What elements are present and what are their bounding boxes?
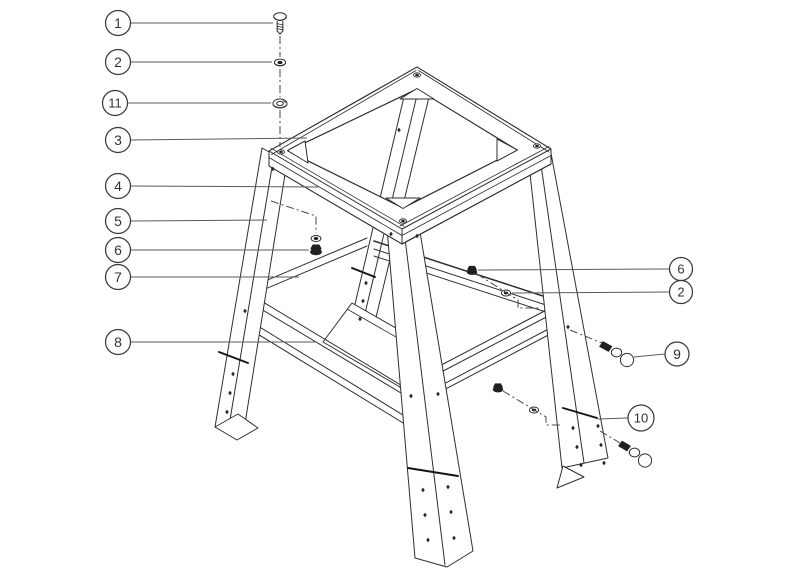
balloon-circle [104, 48, 132, 76]
right-leg [527, 147, 609, 489]
balloon-circle [627, 404, 655, 432]
round-head-screw-icon [599, 341, 635, 368]
punched-hole [228, 390, 232, 396]
callout-balloon-3: 3 [104, 126, 308, 154]
punched-hole [579, 462, 583, 468]
balloon-number: 6 [677, 261, 684, 276]
callout-balloon-5: 5 [104, 207, 268, 235]
balloon-number: 11 [108, 95, 122, 110]
punched-hole [389, 231, 393, 237]
punched-hole [243, 308, 247, 314]
punched-hole [358, 316, 362, 322]
punched-hole [225, 409, 229, 415]
balloon-circle [104, 263, 132, 291]
balloon-number: 5 [114, 213, 122, 229]
lock-washer-icon [310, 235, 322, 242]
balloon-circle [104, 328, 132, 356]
callout-balloon-11: 11 [101, 89, 271, 117]
balloon-number: 1 [114, 15, 122, 31]
punched-hole [364, 280, 368, 286]
balloon-circle [104, 207, 132, 235]
flat-washer-icon [500, 289, 512, 297]
leader-line [130, 219, 268, 222]
corner-plate-front [385, 197, 421, 209]
balloon-number: 6 [114, 242, 122, 258]
punched-hole [571, 425, 575, 431]
leader-line [130, 137, 308, 141]
punched-hole [599, 442, 603, 448]
flange-nut-icon [466, 265, 478, 275]
truss-head-screw-icon [273, 12, 287, 35]
hardware [272, 12, 653, 468]
balloon-number: 9 [673, 346, 681, 362]
corner-holes [277, 72, 541, 224]
callout-balloon-7: 7 [104, 263, 299, 291]
leader-line [597, 417, 629, 420]
balloon-circle [104, 126, 132, 154]
balloon-number: 8 [114, 334, 122, 350]
punched-hole [436, 391, 440, 397]
punched-hole [596, 423, 600, 429]
callout-balloon-9: 9 [633, 341, 690, 367]
punched-hole [361, 298, 365, 304]
balloon-circle [104, 9, 132, 37]
callout-balloon-2: 2 [104, 48, 272, 76]
balloon-number: 10 [634, 410, 648, 425]
balloon-number: 2 [677, 284, 684, 299]
balloon-number: 3 [114, 132, 122, 148]
corner-plate-right [496, 138, 518, 162]
punched-hole [415, 233, 419, 239]
leader-line [511, 291, 670, 294]
round-head-screw-icon [618, 440, 653, 468]
front-leg [386, 227, 474, 568]
punched-hole [231, 371, 235, 377]
leader-line [477, 268, 670, 271]
centerlines [270, 36, 621, 444]
balloon-circle [101, 89, 129, 117]
punched-hole [421, 487, 425, 493]
punched-hole [452, 535, 456, 541]
callout-balloon-4: 4 [104, 172, 319, 200]
balloon-circle [104, 172, 132, 200]
balloon-circle [104, 236, 132, 264]
left-leg-foot [214, 413, 259, 441]
balloon-circle [668, 279, 694, 305]
punched-hole [271, 166, 275, 172]
callout-balloon-6: 6 [477, 256, 694, 282]
punched-hole [397, 127, 401, 133]
punched-hole [409, 393, 413, 399]
callout-balloon-8: 8 [104, 328, 317, 356]
right-leg-foot [556, 465, 585, 489]
callout-balloon-2: 2 [511, 279, 694, 305]
punched-hole [449, 509, 453, 515]
flange-nut-icon [310, 244, 322, 256]
punched-hole [426, 537, 430, 543]
flange-nut-icon [492, 383, 504, 393]
punched-hole [423, 512, 427, 518]
top-frame [268, 66, 552, 245]
leader-line [633, 353, 666, 358]
balloon-circle [664, 341, 690, 367]
corner-plate-back [399, 88, 435, 100]
punched-hole [446, 484, 450, 490]
lock-washer-icon [272, 98, 288, 109]
callout-balloon-1: 1 [104, 9, 273, 37]
callouts: 1 2 11 3 4 5 6 7 8 6 2 9 10 [101, 9, 694, 432]
balloon-number: 2 [114, 54, 122, 70]
leg-holes [225, 127, 606, 543]
flat-washer-icon [273, 58, 287, 67]
punched-hole [602, 460, 606, 466]
punched-hole [566, 324, 570, 330]
leader-line [130, 185, 319, 188]
left-leg [214, 147, 288, 441]
balloon-number: 7 [114, 269, 122, 285]
balloon-number: 4 [114, 178, 122, 194]
corner-plate-left [287, 140, 309, 164]
callout-balloon-10: 10 [597, 404, 655, 432]
punched-hole [575, 444, 579, 450]
callout-balloon-6: 6 [104, 236, 309, 264]
